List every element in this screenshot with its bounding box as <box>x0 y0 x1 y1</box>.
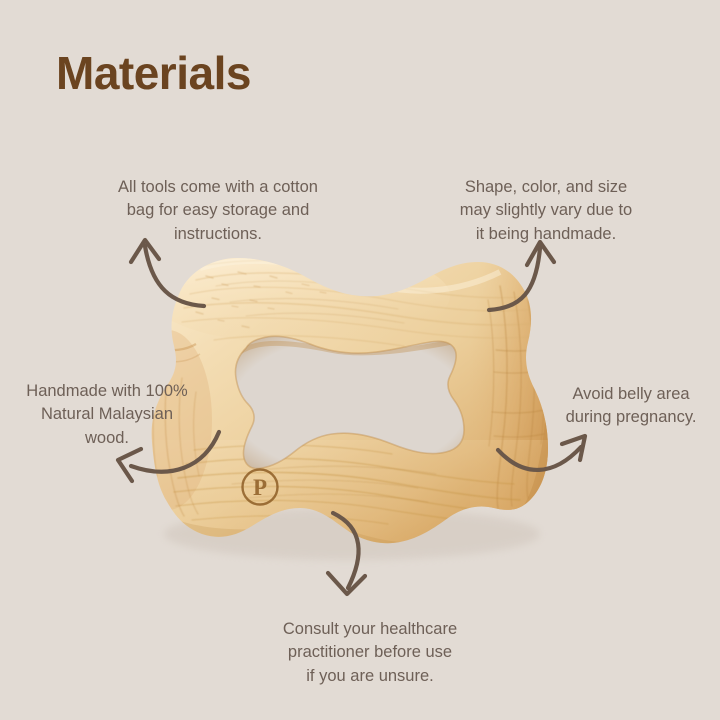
caption-belly-area: Avoid belly area during pregnancy. <box>565 385 697 427</box>
caption-natural-wood: Handmade with 100% Natural Malaysian woo… <box>26 382 188 447</box>
brand-logo-p: P <box>241 468 279 506</box>
caption-consult-practitioner: Consult your healthcare practitioner bef… <box>282 620 458 685</box>
caption-cotton-bag: All tools come with a cotton bag for eas… <box>118 178 318 243</box>
brand-logo-letter: P <box>253 475 267 500</box>
caption-handmade-variation: Shape, color, and size may slightly vary… <box>459 178 633 243</box>
wood-grain <box>152 259 545 527</box>
top-arm-sheen <box>151 258 450 344</box>
page-title: Materials <box>56 47 251 99</box>
